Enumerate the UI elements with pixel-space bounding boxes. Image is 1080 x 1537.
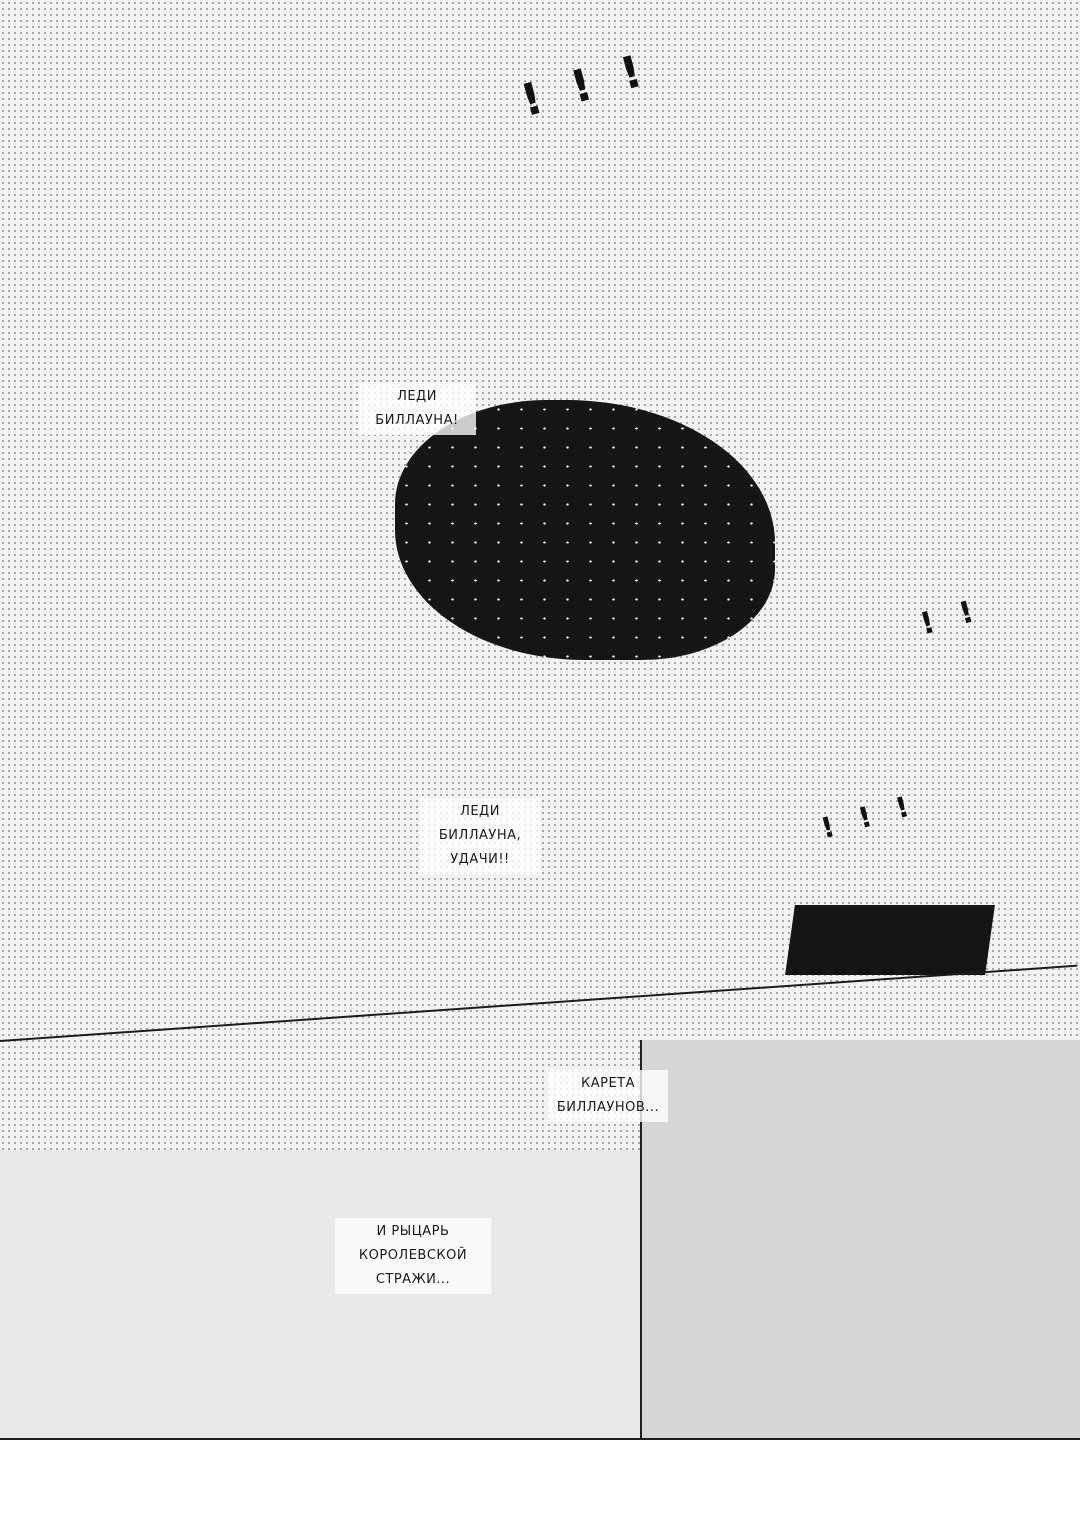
caption-box: ЛЕДИ БИЛЛАУНА, УДАЧИ!! <box>420 798 540 874</box>
page-margin <box>0 1440 1080 1537</box>
panel-border <box>640 1040 642 1440</box>
panel-border <box>0 1438 1080 1440</box>
crowd-panel: ! ! ! ! ! ! ! ! <box>395 43 995 975</box>
caption-line: УДАЧИ!! <box>450 852 510 867</box>
starry-sky-patch <box>395 400 775 660</box>
caption-line: БИЛЛАУНОВ... <box>556 1100 660 1115</box>
caption-line: КОРОЛЕВСКОЙ <box>358 1248 468 1263</box>
knight-panel <box>0 1150 640 1440</box>
artwork: ! ! ! ! ! ! ! ! <box>0 0 1080 1440</box>
carriage-panel <box>640 1040 1080 1440</box>
caption-line: СТРАЖИ... <box>375 1272 451 1287</box>
sfx-mark: ! ! ! <box>817 787 921 846</box>
caption-box: КАРЕТА БИЛЛАУНОВ... <box>548 1070 668 1122</box>
caption-box: И РЫЦАРЬ КОРОЛЕВСКОЙ СТРАЖИ... <box>335 1218 491 1294</box>
caption-line: ЛЕДИ <box>460 804 500 819</box>
caption-line: БИЛЛАУНА, <box>438 828 522 843</box>
carriage-roof-dark <box>785 905 995 975</box>
caption-box: ЛЕДИ БИЛЛАУНА! <box>358 383 476 435</box>
caption-line: КАРЕТА <box>580 1076 635 1091</box>
caption-line: И РЫЦАРЬ <box>376 1224 450 1239</box>
caption-line: ЛЕДИ <box>397 389 437 404</box>
caption-line: БИЛЛАУНА! <box>375 413 459 428</box>
sfx-mark: ! ! <box>916 592 986 643</box>
sfx-mark: ! ! ! <box>515 43 656 128</box>
